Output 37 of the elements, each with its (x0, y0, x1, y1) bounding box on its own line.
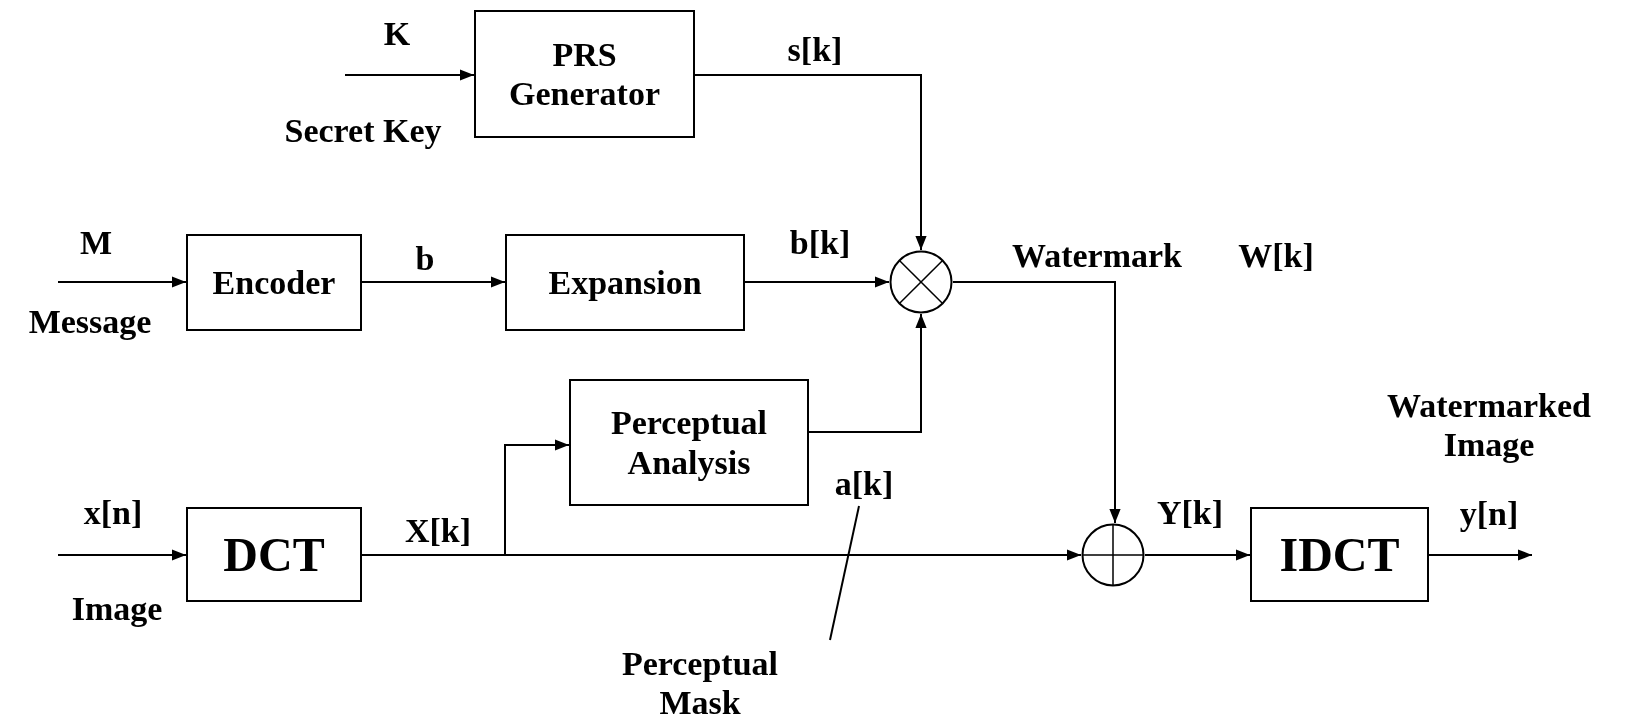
process-box (186, 234, 362, 331)
process-box (474, 10, 695, 138)
process-box (569, 379, 809, 506)
arrow (361, 276, 506, 288)
block-label: DCT (223, 526, 325, 583)
arrow (1428, 549, 1533, 561)
signal-label: Perceptual Mask (620, 643, 780, 723)
signal-label: Message (28, 302, 152, 342)
arrow (808, 313, 927, 433)
signal-label: Image (71, 589, 163, 629)
block-label: Encoder (212, 262, 336, 303)
signal-label: x[n] (83, 493, 143, 533)
arrow (57, 549, 187, 561)
block-label: IDCT (1279, 526, 1400, 583)
signal-label: Watermarked Image (1386, 385, 1592, 465)
arrow (57, 276, 187, 288)
arrow (361, 439, 570, 556)
block-label: PRS Generator (507, 34, 661, 114)
signal-label: W[k] (1238, 236, 1314, 276)
arrow (952, 281, 1121, 524)
block-label: Perceptual Analysis (609, 403, 769, 482)
leader-line (829, 505, 860, 641)
process-box (505, 234, 745, 331)
arrow (344, 69, 475, 81)
process-box (186, 507, 362, 602)
signal-label: K (383, 14, 411, 54)
signal-label: M (79, 223, 113, 263)
signal-label: a[k] (834, 464, 894, 504)
process-box (1250, 507, 1429, 602)
signal-label: Secret Key (284, 111, 442, 151)
arrow (744, 276, 890, 288)
multiplier-circle (889, 250, 953, 314)
arrow (1144, 549, 1251, 561)
arrow (694, 74, 927, 251)
block-label: Expansion (548, 262, 702, 303)
adder-circle (1081, 523, 1145, 587)
signal-label: Watermark (1012, 236, 1182, 276)
